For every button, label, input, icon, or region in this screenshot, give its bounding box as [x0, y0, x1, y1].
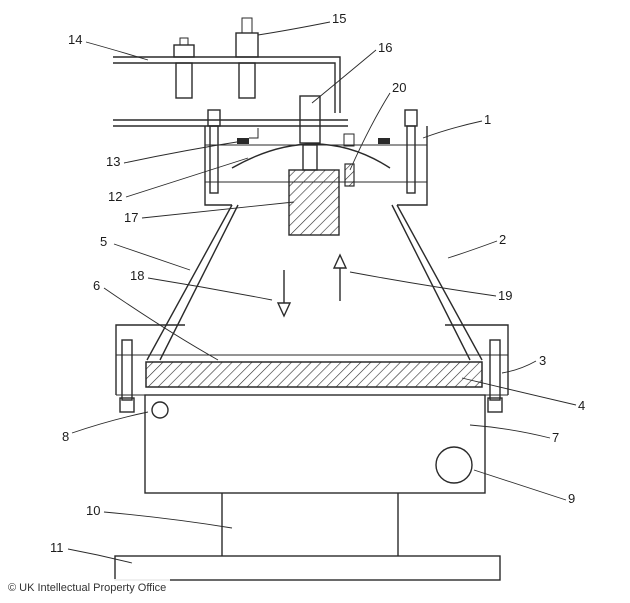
support-column [221, 493, 399, 556]
label-6: 6 [93, 278, 100, 293]
weight-block [288, 169, 340, 236]
flow-arrow-up [332, 253, 348, 301]
top-frame [113, 56, 348, 127]
reference-labels: 1 2 3 4 5 6 7 8 9 10 11 12 13 14 15 16 1… [50, 11, 585, 555]
image-credit: © UK Intellectual Property Office [4, 579, 171, 597]
label-1: 1 [484, 112, 491, 127]
leader-lines [67, 21, 577, 564]
label-18: 18 [130, 268, 144, 283]
label-10: 10 [86, 503, 100, 518]
membrane [231, 143, 391, 169]
base-body [144, 394, 486, 494]
label-8: 8 [62, 429, 69, 444]
label-17: 17 [124, 210, 138, 225]
label-19: 19 [498, 288, 512, 303]
label-15: 15 [332, 11, 346, 26]
label-13: 13 [106, 154, 120, 169]
label-14: 14 [68, 32, 82, 47]
seal-bracket [249, 128, 259, 139]
label-2: 2 [499, 232, 506, 247]
base-plate [114, 555, 501, 581]
flow-arrow-down [276, 270, 292, 318]
port-small [151, 401, 169, 419]
plunger [299, 95, 321, 171]
label-9: 9 [568, 491, 575, 506]
label-3: 3 [539, 353, 546, 368]
label-20: 20 [392, 80, 406, 95]
rail-adjuster-right [235, 17, 259, 99]
label-16: 16 [378, 40, 392, 55]
label-7: 7 [552, 430, 559, 445]
label-4: 4 [578, 398, 585, 413]
port-large [435, 446, 473, 484]
filter-plate [145, 361, 483, 388]
seal-right [378, 138, 390, 144]
label-5: 5 [100, 234, 107, 249]
conical-chamber [146, 204, 483, 361]
label-11: 11 [50, 540, 64, 555]
rail-adjuster-left [173, 37, 195, 99]
sensor [343, 133, 355, 187]
label-12: 12 [108, 189, 122, 204]
